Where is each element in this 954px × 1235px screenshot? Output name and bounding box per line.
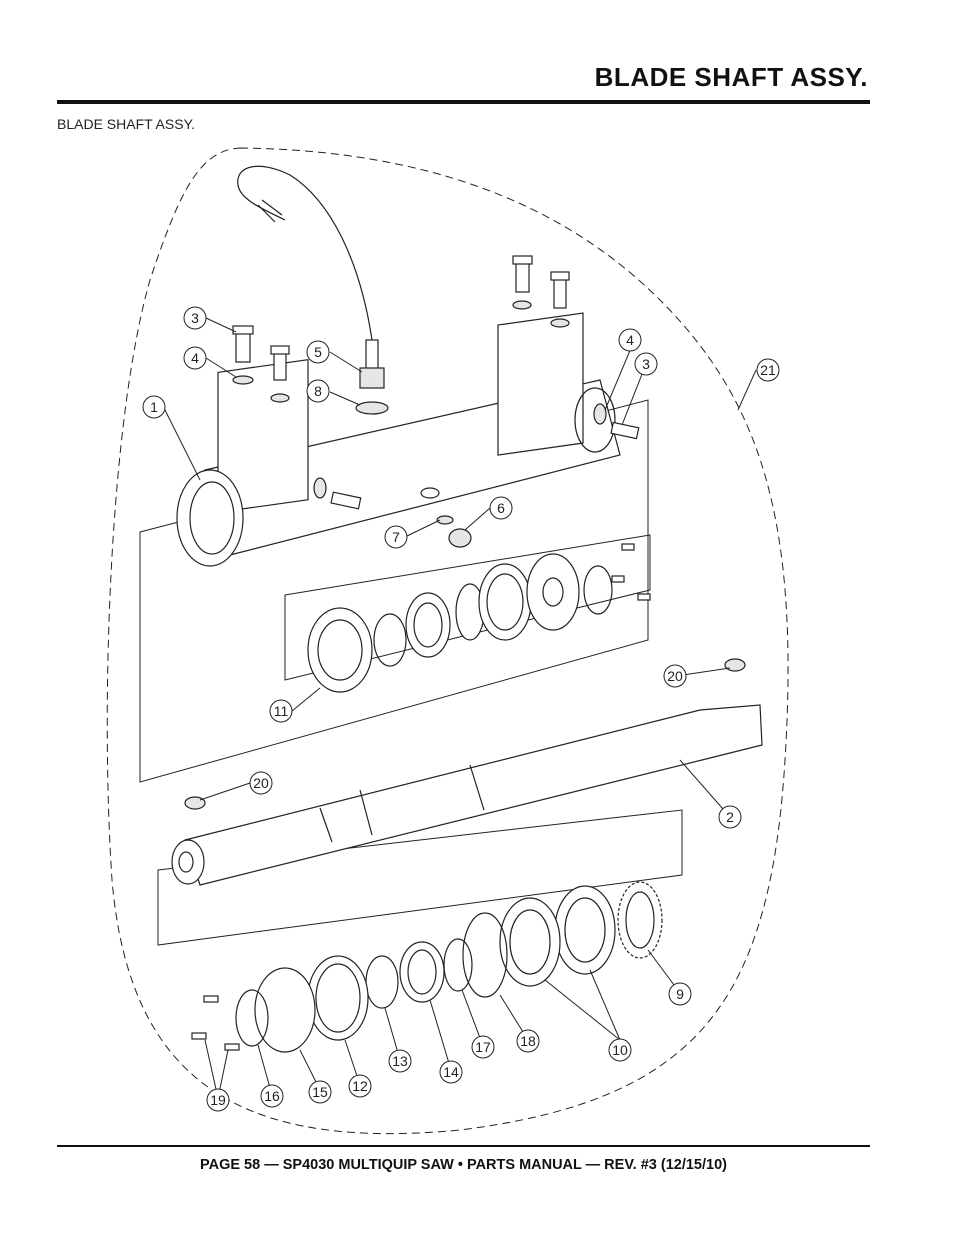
- svg-text:19: 19: [210, 1092, 226, 1108]
- callout-14: 14: [439, 1060, 463, 1084]
- callout-4-left: 4: [183, 346, 207, 370]
- page-title: BLADE SHAFT ASSY.: [594, 62, 868, 92]
- bearing-race-a: [405, 592, 451, 658]
- callout-6: 6: [489, 496, 513, 520]
- set-screw-19b: [191, 1032, 207, 1040]
- svg-text:20: 20: [253, 775, 269, 791]
- svg-text:13: 13: [392, 1053, 408, 1069]
- callout-19: 19: [206, 1088, 230, 1112]
- svg-text:3: 3: [191, 310, 199, 326]
- svg-text:14: 14: [443, 1064, 459, 1080]
- svg-text:11: 11: [274, 703, 289, 719]
- bolt-left-1: [235, 329, 251, 363]
- grease-fitting: [448, 528, 472, 548]
- svg-text:2: 2: [726, 809, 734, 825]
- callout-8: 8: [306, 379, 330, 403]
- bearing-10b: [499, 897, 561, 987]
- svg-text:4: 4: [626, 332, 634, 348]
- callout-3-right: 3: [634, 352, 658, 376]
- svg-text:21: 21: [760, 362, 776, 378]
- seal-12: [307, 955, 369, 1041]
- svg-text:9: 9: [676, 986, 684, 1002]
- callout-2: 2: [718, 805, 742, 829]
- side-bolt-left: [330, 491, 362, 510]
- callout-9: 9: [668, 982, 692, 1006]
- washer-left-1: [232, 375, 254, 385]
- svg-text:10: 10: [612, 1042, 628, 1058]
- housing-bore: [176, 469, 244, 567]
- washer-left-2: [270, 393, 290, 403]
- callout-16: 16: [260, 1084, 284, 1108]
- snap-ring-a: [373, 613, 407, 667]
- end-plate-15: [254, 967, 316, 1053]
- page-footer: PAGE 58 — SP4030 MULTIQUIP SAW • PARTS M…: [200, 1157, 727, 1173]
- svg-text:16: 16: [264, 1088, 280, 1104]
- callout-20-lower: 20: [249, 771, 273, 795]
- set-screw-19c: [224, 1043, 240, 1051]
- pillow-block-right: [497, 312, 584, 456]
- callout-18: 18: [516, 1029, 540, 1053]
- bearing-10a: [554, 885, 616, 975]
- sensor-nut: [355, 401, 389, 415]
- grease-washer-top: [420, 487, 440, 499]
- snap-ring-b: [583, 565, 613, 615]
- bearing-plane-upper: [284, 534, 651, 681]
- washer-right-2: [550, 318, 570, 328]
- callout-11: 11: [269, 699, 293, 723]
- svg-text:15: 15: [312, 1084, 328, 1100]
- callout-21: 21: [756, 358, 780, 382]
- assembly-boundary: [106, 147, 789, 1135]
- side-bolt-right: [610, 421, 640, 440]
- section-label: BLADE SHAFT ASSY.: [57, 116, 195, 132]
- set-screw-19a: [203, 995, 219, 1003]
- washer-right-1: [512, 300, 532, 310]
- sleeve-14: [399, 941, 445, 1003]
- callout-12: 12: [348, 1074, 372, 1098]
- sensor-wire: [237, 165, 373, 341]
- snap-ring-18: [462, 912, 508, 998]
- callout-13: 13: [388, 1049, 412, 1073]
- svg-text:12: 12: [352, 1078, 368, 1094]
- spacer-13: [365, 955, 399, 1009]
- svg-text:6: 6: [497, 500, 505, 516]
- key-20-upper: [724, 658, 746, 672]
- callout-5: 5: [306, 340, 330, 364]
- callout-1: 1: [142, 395, 166, 419]
- bolt-right-2: [553, 277, 567, 309]
- sensor: [365, 339, 379, 371]
- end-plate-upper: [526, 553, 580, 631]
- shaft-end: [171, 839, 205, 885]
- callout-7: 7: [384, 525, 408, 549]
- svg-text:1: 1: [150, 399, 158, 415]
- callout-10: 10: [608, 1038, 632, 1062]
- svg-text:3: 3: [642, 356, 650, 372]
- blade-shaft: [184, 704, 763, 886]
- footer-rule: [57, 1145, 870, 1147]
- callout-3-left: 3: [183, 306, 207, 330]
- svg-text:7: 7: [392, 529, 400, 545]
- snap-ring-16: [235, 989, 269, 1047]
- header-rule: [57, 100, 870, 104]
- svg-text:18: 18: [520, 1033, 536, 1049]
- bolt-right-1: [515, 261, 530, 293]
- callout-4-right: 4: [618, 328, 642, 352]
- grease-washer: [436, 515, 454, 525]
- svg-text:4: 4: [191, 350, 199, 366]
- snap-ring-17: [443, 938, 473, 992]
- callout-20-upper: 20: [663, 664, 687, 688]
- svg-text:17: 17: [475, 1039, 491, 1055]
- svg-text:20: 20: [667, 668, 683, 684]
- gear-9: [617, 881, 663, 959]
- shaft-plane: [157, 809, 683, 946]
- callout-17: 17: [471, 1035, 495, 1059]
- callout-15: 15: [308, 1080, 332, 1104]
- svg-text:8: 8: [314, 383, 322, 399]
- svg-text:5: 5: [314, 344, 322, 360]
